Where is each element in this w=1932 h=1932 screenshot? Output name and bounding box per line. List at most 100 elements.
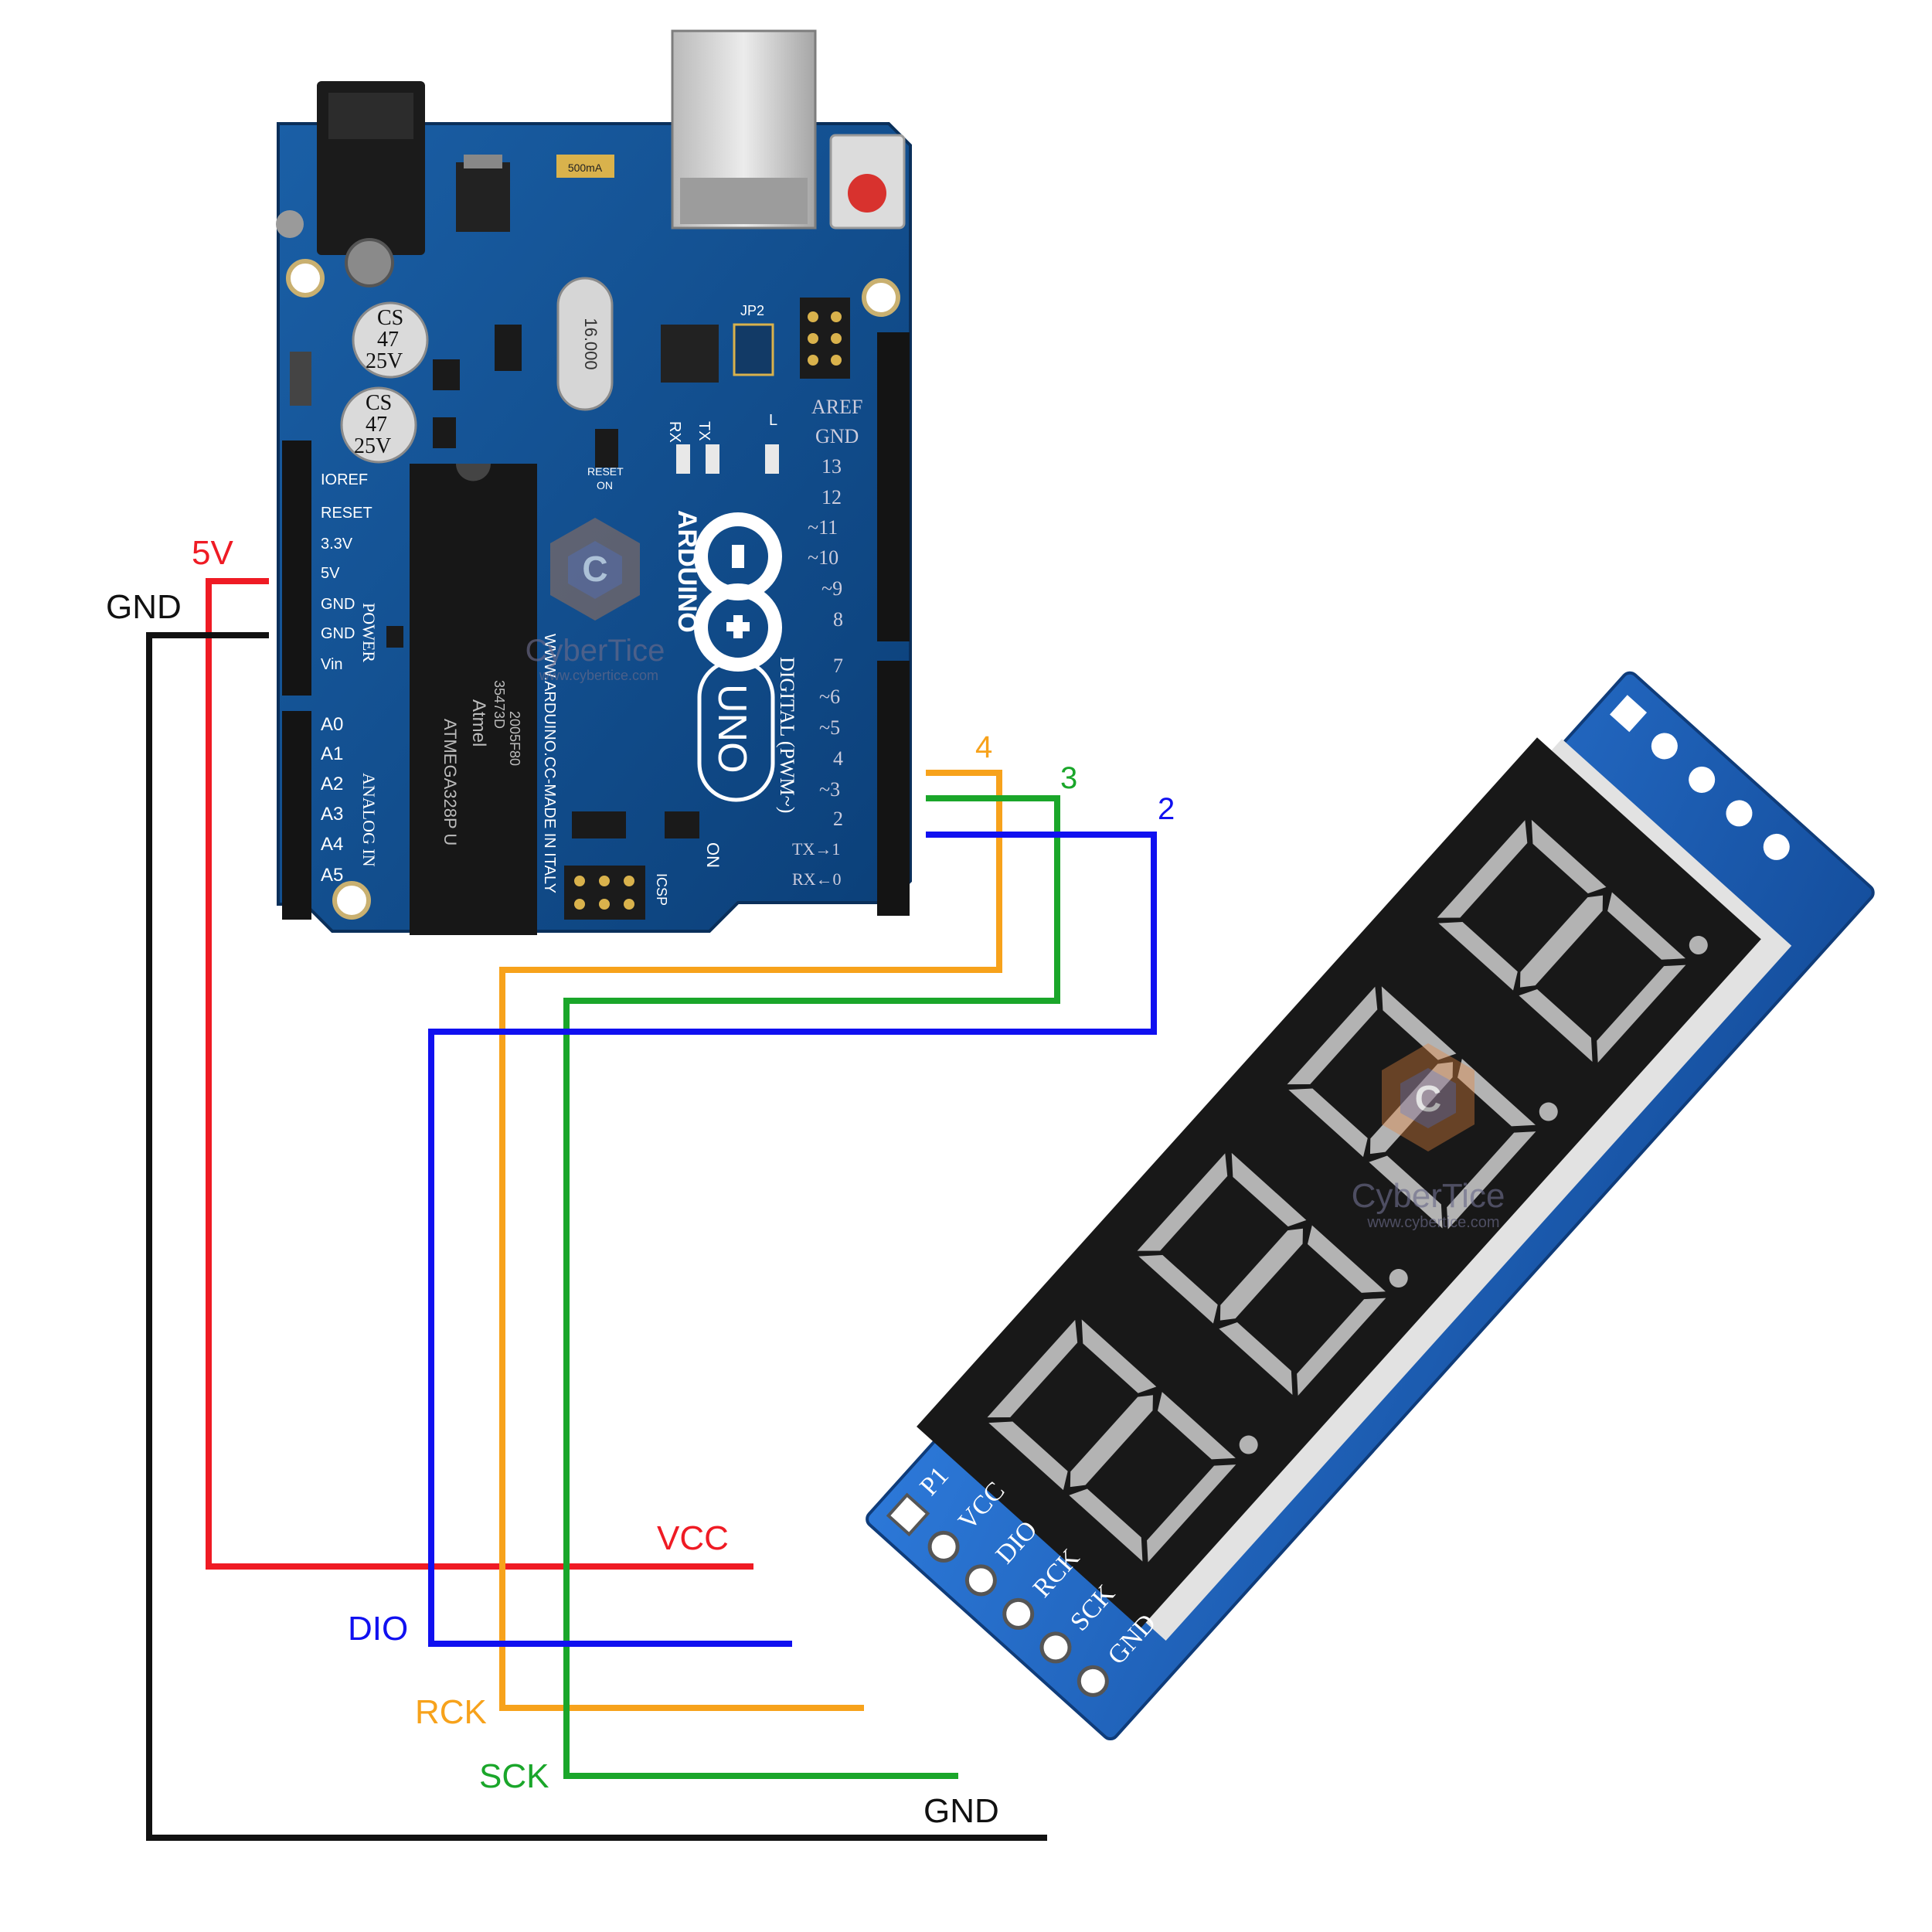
digital-pin-0: RX←0 [792,869,842,889]
digital-pin-gnd: GND [815,425,859,447]
watermark-url: www.cybertice.com [1366,1214,1499,1231]
crystal-label: 16.000 [581,318,600,369]
digit-3 [1287,986,1558,1230]
jp2-label: JP2 [740,303,764,318]
power-pin-5v: 5V [321,565,340,582]
cap-label-line-3: 25V [366,349,403,373]
chip-brand: Atmel [468,699,489,747]
reset-on-label-1: RESET [587,465,624,478]
digital-pin-5: ~5 [819,716,840,739]
digital-pin-3: ~3 [819,778,840,801]
watermark-logo-2: C CyberTice www.cybertice.com [1352,1043,1505,1231]
cap-label-line-1: CS [377,306,403,330]
label-rck: RCK [415,1693,487,1731]
reset-on-label-2: ON [597,479,613,492]
power-pin-reset: RESET [321,505,372,522]
power-pin-ioref: IOREF [321,471,368,488]
chip-part: ATMEGA328P U [440,719,460,845]
digital-pin-11: ~11 [808,516,838,539]
mounting-hole [862,278,900,317]
digital-pin-8: 8 [833,608,843,631]
power-pin-gnd-2: GND [321,625,355,642]
wire-gnd [146,632,1047,1841]
led-rx-label: RX [666,421,683,443]
dc-power-jack [276,81,425,287]
analog-header-label: ANALOG IN [359,773,379,867]
label-gnd-arduino: GND [106,588,182,626]
digital-header-label: DIGITAL (PWM~) [776,657,798,813]
led-l-label: L [769,412,777,429]
analog-pin-a0: A0 [321,714,343,735]
fuse-label: 500mA [568,162,603,174]
digital-pin-12: 12 [821,486,842,509]
watermark-logo-1: C CyberTice www.cybertice.com [526,518,665,683]
chip-code-1: 35473D [492,680,507,729]
label-pin-3: 3 [1060,761,1077,795]
power-header [282,440,311,920]
label-5v: 5V [192,534,233,572]
led-rx [676,444,690,474]
led-tx [706,444,719,474]
watermark-name: CyberTice [526,634,665,668]
power-pin-gnd-1: GND [321,596,355,613]
digital-pin-aref: AREF [811,396,862,418]
digital-pin-10: ~10 [808,546,838,569]
power-header-label: POWER [359,603,379,662]
uno-badge: UNO [697,658,775,802]
label-sck: SCK [479,1757,549,1795]
cap-label-line-3: 25V [354,434,391,458]
digital-header [877,332,910,916]
watermark-glyph: C [582,549,607,589]
fuse: 500mA [556,155,614,178]
label-dio: DIO [348,1610,408,1648]
arduino-model: UNO [709,684,754,774]
digital-pin-13: 13 [821,455,842,478]
module-pin-row [886,1492,1109,1697]
wire-pin3-sck [563,795,1060,1779]
module-pin-row-far [1610,695,1790,860]
capacitor-2: CS 47 25V [340,386,417,464]
chip-code-2: 2005F80 [507,711,522,766]
analog-pin-a4: A4 [321,834,343,855]
led-l [765,444,779,474]
on-led-label: ON [703,842,723,868]
cap-label-line-2: 47 [377,328,399,352]
digital-pin-2: 2 [833,808,843,830]
atmega328p-chip: Atmel ATMEGA328P U 35473D 2005F80 [410,464,537,935]
arduino-logo [694,512,782,672]
digital-pin-4: 4 [833,747,843,770]
regulator-tab [464,155,502,168]
display-face [917,737,1761,1628]
wires [146,578,1157,1841]
label-pin-4: 4 [975,730,992,764]
digit-1 [987,1319,1258,1563]
analog-pin-a3: A3 [321,804,343,825]
usb-b-connector [671,29,817,230]
digit-2 [1137,1152,1408,1396]
icsp-label: ICSP [654,873,669,906]
wire-pin2-dio [428,832,1157,1647]
wire-pin4-rck [499,770,1002,1711]
cap-label-line-1: CS [366,391,392,415]
watermark-glyph: C [1415,1079,1442,1120]
capacitor-1: CS 47 25V [352,301,429,379]
digital-pin-6: ~6 [819,685,840,708]
digit-4 [1437,819,1708,1063]
watermark-name: CyberTice [1352,1177,1505,1215]
analog-pin-a2: A2 [321,774,343,794]
label-gnd-module: GND [923,1792,999,1830]
wire-5v-vcc [206,578,753,1570]
crystal-oscillator: 16.000 [556,277,614,411]
digital-pin-7: 7 [833,655,843,677]
analog-pin-a1: A1 [321,743,343,764]
mounting-hole [332,881,371,920]
label-pin-2: 2 [1158,792,1175,826]
label-vcc: VCC [657,1519,729,1557]
analog-pin-a5: A5 [321,865,343,886]
voltage-regulator [456,162,510,232]
arduino-made-in: WWW.ARDUINO.CC-MADE IN ITALY [541,634,558,893]
digital-pin-1: TX→1 [792,839,840,859]
cap-label-line-2: 47 [366,413,387,437]
mounting-hole [286,259,325,298]
watermark-url: www.cybertice.com [539,668,658,683]
